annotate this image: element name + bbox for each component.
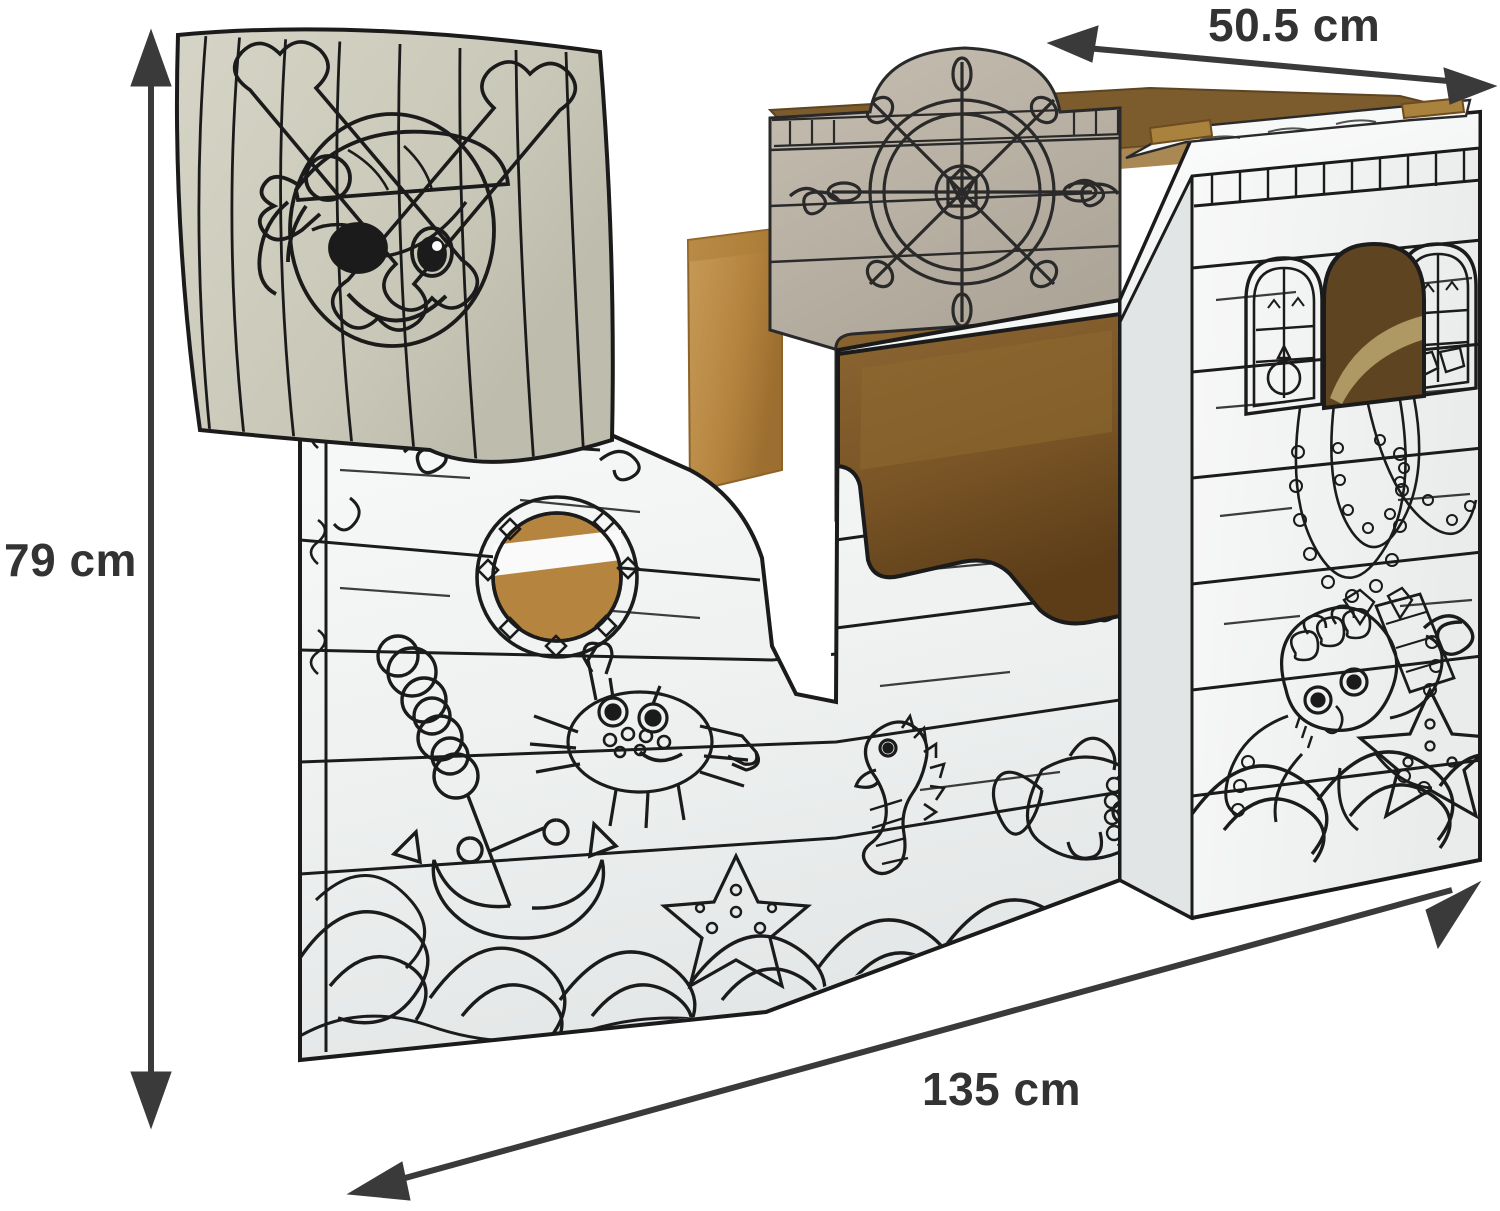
ship-hull-port-side [298, 297, 1122, 1063]
porthole-illustration [475, 495, 640, 659]
length-dimension-arrow [346, 880, 1482, 1201]
dimension-arrows [130, 25, 1498, 1201]
cardboard-mast-flap [686, 226, 783, 494]
pirate-sail [174, 27, 615, 464]
crab-illustration [529, 641, 760, 829]
height-dimension-label: 79 cm [4, 534, 137, 586]
anchor-illustration [376, 634, 620, 940]
height-dimension-arrow [130, 28, 172, 1130]
starfish-illustration-left [659, 852, 813, 990]
treasure-necklace-illustration [1289, 397, 1478, 627]
ship-stern-panel [1118, 109, 1482, 921]
length-dimension-label: 135 cm [922, 1063, 1082, 1115]
stern-window-left [1244, 256, 1324, 416]
depth-dimension-label: 50.5 cm [1208, 0, 1381, 51]
fish-illustration [991, 736, 1120, 861]
seahorse-illustration [853, 712, 947, 876]
ship-top-lid [1118, 96, 1482, 323]
depth-dimension-arrow [1046, 25, 1498, 105]
skull-face-illustration [257, 112, 511, 348]
stern-waves-illustration [1192, 750, 1480, 864]
starfish-illustration-right [1355, 686, 1480, 820]
